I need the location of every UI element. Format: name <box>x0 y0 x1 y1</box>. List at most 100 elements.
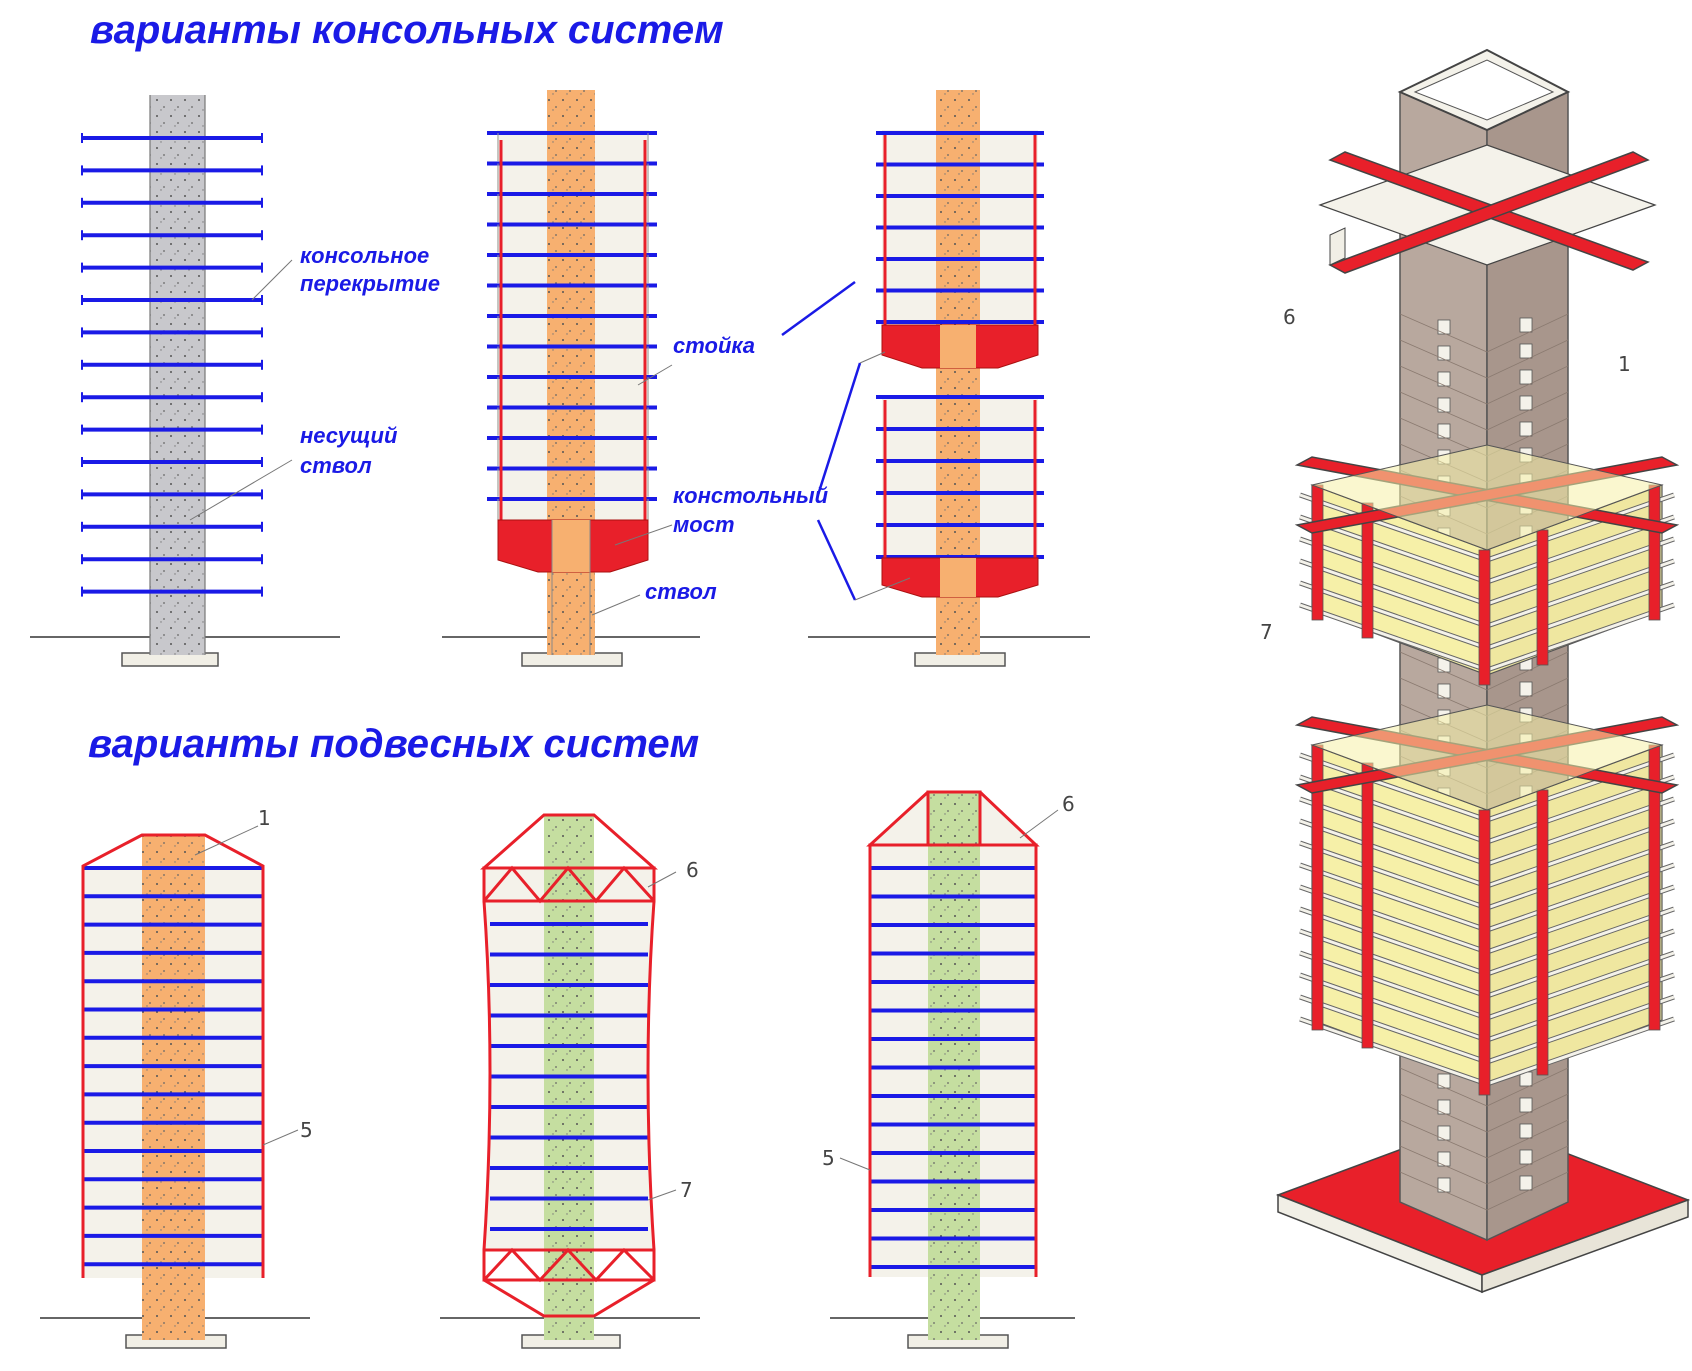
label-bridge-1: констольный <box>673 483 829 508</box>
floor-line <box>1486 1171 1569 1211</box>
window <box>1519 1097 1533 1113</box>
floor-line <box>1399 1145 1488 1185</box>
top-cross-beams <box>1318 144 1657 274</box>
callout-iso-1: 1 <box>1618 352 1631 376</box>
callout-6-right: 6 <box>1062 792 1075 816</box>
hanger-outline <box>81 833 265 1278</box>
bottom-truss <box>482 1247 656 1283</box>
window <box>1437 397 1451 413</box>
suspended-diagram-3 <box>830 790 1075 1349</box>
label-trunk: ствол <box>645 579 717 604</box>
label-core-1: несущий <box>300 423 398 448</box>
floor-slabs <box>83 866 263 1267</box>
columns <box>883 135 1037 558</box>
hanger-outline <box>868 843 1038 1277</box>
block-top <box>1310 444 1664 551</box>
floor-line <box>1486 1119 1569 1159</box>
hanging-block-lower <box>1294 704 1680 1096</box>
side-hangers <box>482 900 656 1251</box>
window <box>1519 317 1533 333</box>
floor-line <box>1486 313 1569 353</box>
window <box>1437 1151 1451 1167</box>
columns <box>499 140 647 520</box>
window <box>1437 345 1451 361</box>
leader-slab <box>251 259 293 301</box>
red-hanger <box>1478 809 1491 1096</box>
cantilever-diagram-1 <box>30 95 340 667</box>
red-hanger <box>1311 484 1324 621</box>
window <box>1519 343 1533 359</box>
floor-line <box>1486 1067 1569 1107</box>
floor-line <box>1399 1067 1488 1107</box>
leader-bridge-lower <box>816 519 857 601</box>
floor-slabs <box>487 131 657 527</box>
window <box>1437 1099 1451 1115</box>
window <box>1519 369 1533 385</box>
callout-iso-6: 6 <box>1283 305 1296 329</box>
floor-line <box>1399 339 1488 379</box>
label-core-2: ствол <box>300 453 372 478</box>
title-cantilever-systems: варианты консольных систем <box>90 8 724 52</box>
suspended-diagram-1 <box>40 825 310 1349</box>
bottom-cap <box>483 1278 655 1318</box>
red-hanger <box>1361 762 1374 1049</box>
leader-core <box>189 459 293 521</box>
floor-line <box>1486 651 1569 691</box>
floor-line <box>1399 1093 1488 1133</box>
red-hanger <box>1536 789 1549 1076</box>
leader-column <box>637 364 673 386</box>
floor-line <box>1486 365 1569 405</box>
leader-trunk <box>591 594 641 616</box>
suspended-diagram-2 <box>440 813 700 1349</box>
label-cantilever-slab-2: перекрытие <box>300 271 440 296</box>
window <box>1519 681 1533 697</box>
leader-bridge <box>614 524 673 546</box>
leader-5 <box>262 1129 299 1146</box>
window <box>1519 1123 1533 1139</box>
callout-1: 1 <box>258 806 271 830</box>
callout-6-middle: 6 <box>686 858 699 882</box>
cantilever-slabs <box>81 133 263 597</box>
window <box>1519 395 1533 411</box>
floor-line <box>1399 651 1488 691</box>
callout-iso-7: 7 <box>1260 620 1273 644</box>
label-column: стойка <box>673 333 756 358</box>
floor-slabs <box>870 866 1036 1269</box>
red-hanger <box>1648 484 1661 621</box>
callout-5-right: 5 <box>822 1146 835 1170</box>
window <box>1437 1177 1451 1193</box>
leader-bridge-upper <box>816 362 862 496</box>
leader-7 <box>647 1189 677 1201</box>
window <box>1437 423 1451 439</box>
floor-line <box>1486 1093 1569 1133</box>
cantilever-diagram-2 <box>442 90 700 667</box>
floor-line <box>1486 391 1569 431</box>
window <box>1519 421 1533 437</box>
floor-line <box>1399 1119 1488 1159</box>
red-hanger <box>1478 549 1491 686</box>
floor-slabs <box>490 922 648 1231</box>
floor-line <box>1399 365 1488 405</box>
floor-line <box>1399 391 1488 431</box>
floor-slabs <box>876 131 1044 559</box>
callout-7-middle: 7 <box>680 1178 693 1202</box>
window <box>1437 1125 1451 1141</box>
leader-5 <box>839 1157 871 1171</box>
title-suspended-systems: варианты подвесных систем <box>88 722 700 766</box>
floor-line <box>1399 1171 1488 1211</box>
block-top <box>1310 704 1664 811</box>
floor-line <box>1399 313 1488 353</box>
callout-5-left: 5 <box>300 1118 313 1142</box>
window <box>1519 1175 1533 1191</box>
window <box>1437 319 1451 335</box>
label-cantilever-slab-1: консольное <box>300 243 430 268</box>
floor-line <box>1486 339 1569 379</box>
window <box>1519 1149 1533 1165</box>
red-hanger <box>1536 529 1549 666</box>
window <box>1437 371 1451 387</box>
leader-6 <box>647 871 677 888</box>
leader-1 <box>194 825 259 856</box>
floor-line <box>1486 1145 1569 1185</box>
